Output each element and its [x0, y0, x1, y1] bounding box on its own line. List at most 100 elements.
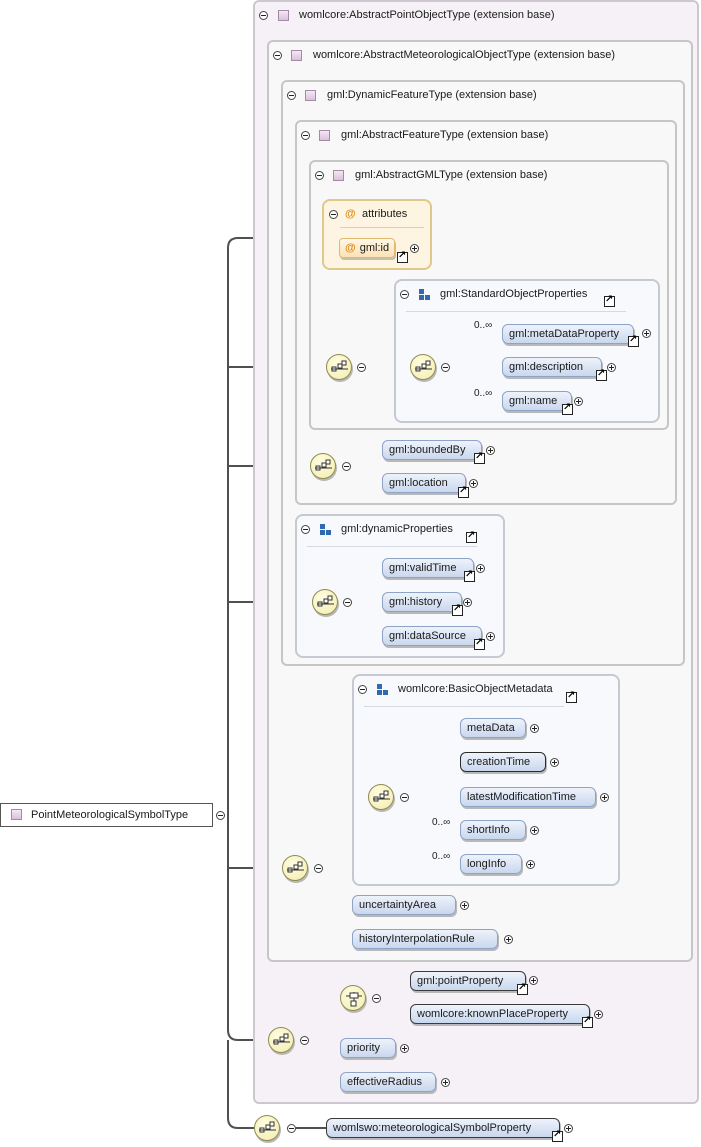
- expand-icon[interactable]: [410, 244, 419, 253]
- element-longinfo[interactable]: longInfo: [460, 854, 522, 874]
- collapse-icon[interactable]: [287, 91, 296, 100]
- expand-icon[interactable]: [476, 564, 485, 573]
- expand-icon[interactable]: [607, 363, 616, 372]
- reference-arrow-icon[interactable]: [552, 1129, 563, 1142]
- expand-icon[interactable]: [574, 397, 583, 406]
- element-shortinfo[interactable]: shortInfo: [460, 820, 526, 840]
- collapse-icon[interactable]: [342, 462, 351, 471]
- reference-arrow-icon[interactable]: [474, 451, 485, 464]
- element-latestmodificationtime[interactable]: latestModificationTime: [460, 787, 596, 807]
- collapse-icon[interactable]: [441, 363, 450, 372]
- reference-arrow-icon[interactable]: [582, 1015, 593, 1028]
- element-historyinterpolationrule[interactable]: historyInterpolationRule: [352, 929, 498, 949]
- element-gml-metadataproperty[interactable]: gml:metaDataProperty: [502, 324, 634, 344]
- extension-header: womlcore:AbstractPointObjectType (extens…: [299, 9, 555, 21]
- expand-icon[interactable]: [463, 598, 472, 607]
- collapse-icon[interactable]: [343, 598, 352, 607]
- collapse-icon[interactable]: [372, 994, 381, 1003]
- group-header: gml:dynamicProperties: [341, 523, 453, 535]
- reference-arrow-icon[interactable]: [562, 402, 573, 415]
- expand-icon[interactable]: [400, 1044, 409, 1053]
- element-creationtime[interactable]: creationTime: [460, 752, 546, 772]
- extension-header: gml:DynamicFeatureType (extension base): [327, 89, 537, 101]
- reference-arrow-icon[interactable]: [464, 569, 475, 582]
- expand-icon[interactable]: [529, 976, 538, 985]
- expand-icon[interactable]: [550, 758, 559, 767]
- sequence-compositor[interactable]: [268, 1027, 294, 1053]
- element-priority[interactable]: priority: [340, 1038, 396, 1058]
- collapse-icon[interactable]: [357, 363, 366, 372]
- collapse-icon[interactable]: [329, 210, 338, 219]
- collapse-icon[interactable]: [259, 11, 268, 20]
- complex-type-icon: [305, 90, 316, 101]
- element-womlcore-knownplaceproperty[interactable]: womlcore:knownPlaceProperty: [410, 1004, 590, 1024]
- expand-icon[interactable]: [486, 632, 495, 641]
- expand-icon[interactable]: [526, 860, 535, 869]
- reference-arrow-icon[interactable]: [596, 368, 607, 381]
- reference-arrow-icon[interactable]: [452, 603, 463, 616]
- collapse-icon[interactable]: [400, 290, 409, 299]
- collapse-icon[interactable]: [287, 1124, 296, 1133]
- element-effectiveradius[interactable]: effectiveRadius: [340, 1072, 436, 1092]
- sequence-compositor[interactable]: [254, 1115, 280, 1141]
- sequence-compositor[interactable]: [310, 453, 336, 479]
- element-gml-location[interactable]: gml:location: [382, 473, 466, 493]
- reference-arrow-icon[interactable]: [474, 637, 485, 650]
- reference-arrow-icon[interactable]: [397, 250, 408, 263]
- collapse-icon[interactable]: [314, 864, 323, 873]
- collapse-icon[interactable]: [216, 811, 225, 820]
- collapse-icon[interactable]: [358, 685, 367, 694]
- element-gml-name[interactable]: gml:name: [502, 391, 572, 411]
- expand-icon[interactable]: [564, 1124, 573, 1133]
- complex-type-icon: [11, 809, 22, 820]
- expand-icon[interactable]: [530, 826, 539, 835]
- basic-object-metadata-group: womlcore:BasicObjectMetadata: [352, 674, 620, 886]
- expand-icon[interactable]: [504, 935, 513, 944]
- reference-arrow-icon[interactable]: [517, 982, 528, 995]
- sequence-compositor[interactable]: [282, 855, 308, 881]
- reference-arrow-icon[interactable]: [458, 485, 469, 498]
- reference-arrow-icon[interactable]: [566, 690, 577, 703]
- collapse-icon[interactable]: [400, 793, 409, 802]
- collapse-icon[interactable]: [273, 51, 282, 60]
- choice-compositor[interactable]: [340, 985, 366, 1011]
- element-gml-boundedby[interactable]: gml:boundedBy: [382, 440, 482, 460]
- sequence-compositor[interactable]: [312, 589, 338, 615]
- sequence-compositor[interactable]: [410, 354, 436, 380]
- element-gml-validtime[interactable]: gml:validTime: [382, 558, 474, 578]
- root-type-node[interactable]: PointMeteorologicalSymbolType: [0, 803, 213, 827]
- expand-icon[interactable]: [530, 724, 539, 733]
- expand-icon[interactable]: [594, 1010, 603, 1019]
- expand-icon[interactable]: [441, 1078, 450, 1087]
- sequence-compositor[interactable]: [326, 354, 352, 380]
- extension-header: gml:AbstractGMLType (extension base): [355, 169, 548, 181]
- complex-type-icon: [333, 170, 344, 181]
- reference-arrow-icon[interactable]: [466, 530, 477, 543]
- expand-icon[interactable]: [469, 479, 478, 488]
- reference-arrow-icon[interactable]: [604, 294, 615, 307]
- expand-icon[interactable]: [460, 901, 469, 910]
- element-gml-history[interactable]: gml:history: [382, 592, 462, 612]
- element-uncertaintyarea[interactable]: uncertaintyArea: [352, 895, 456, 915]
- complex-type-icon: [319, 130, 330, 141]
- collapse-icon[interactable]: [301, 525, 310, 534]
- element-metadata[interactable]: metaData: [460, 718, 526, 738]
- root-type-label: PointMeteorologicalSymbolType: [31, 809, 189, 821]
- collapse-icon[interactable]: [315, 171, 324, 180]
- reference-arrow-icon[interactable]: [628, 334, 639, 347]
- element-gml-datasource[interactable]: gml:dataSource: [382, 626, 482, 646]
- cardinality-label: 0..∞: [432, 817, 451, 828]
- attribute-gml-id[interactable]: @gml:id: [339, 238, 395, 258]
- sequence-compositor[interactable]: [368, 784, 394, 810]
- collapse-icon[interactable]: [300, 1036, 309, 1045]
- at-icon: @: [345, 208, 356, 220]
- expand-icon[interactable]: [642, 329, 651, 338]
- element-gml-description[interactable]: gml:description: [502, 357, 602, 377]
- collapse-icon[interactable]: [301, 131, 310, 140]
- attributes-box: @ attributes: [322, 199, 432, 270]
- cardinality-label: 0..∞: [474, 320, 493, 331]
- expand-icon[interactable]: [600, 793, 609, 802]
- element-womlswo-meteorologicalsymbolproperty[interactable]: womlswo:meteorologicalSymbolProperty: [326, 1118, 560, 1138]
- element-gml-pointproperty[interactable]: gml:pointProperty: [410, 971, 526, 991]
- expand-icon[interactable]: [486, 446, 495, 455]
